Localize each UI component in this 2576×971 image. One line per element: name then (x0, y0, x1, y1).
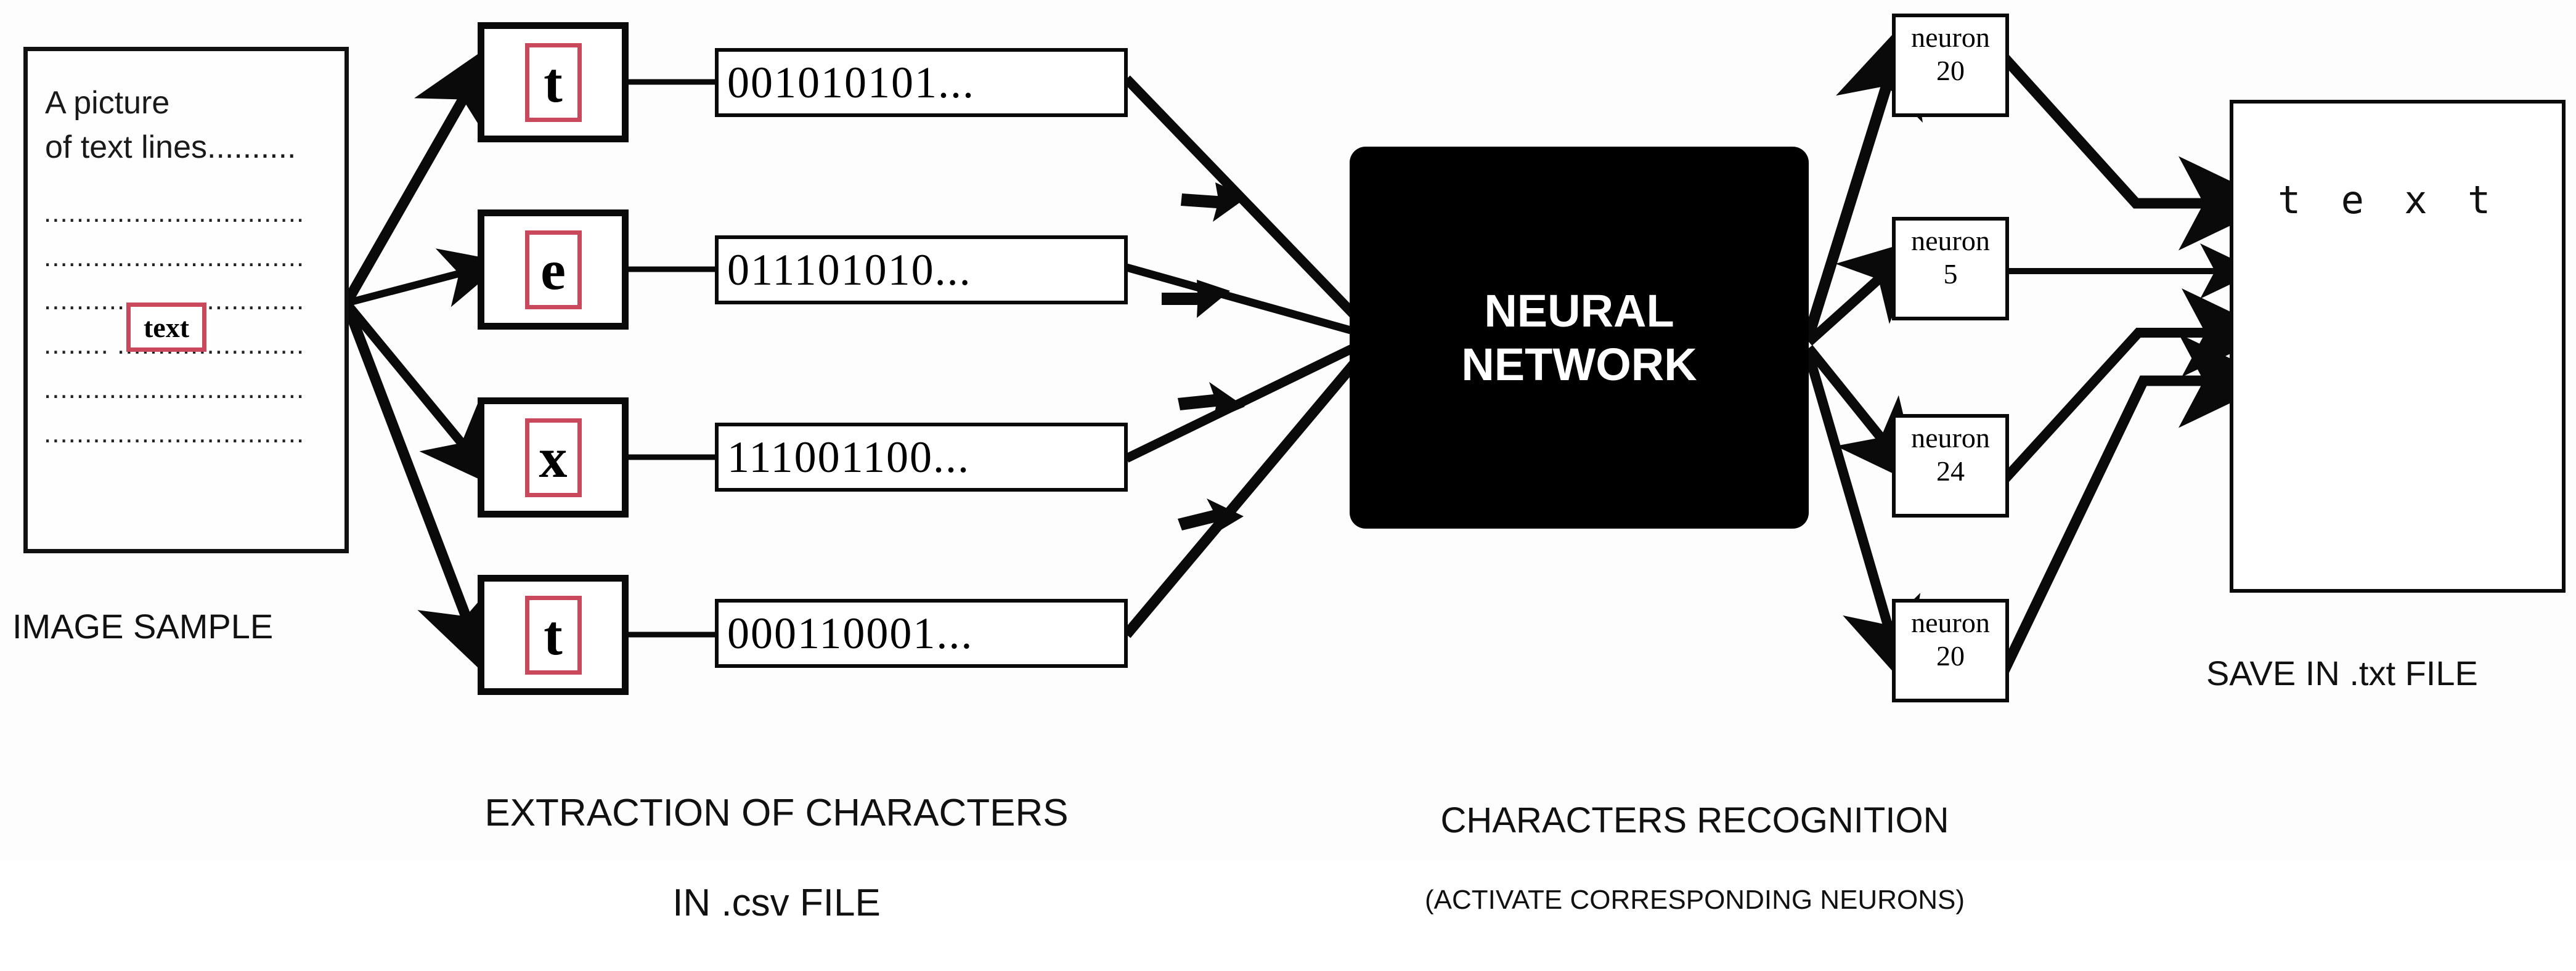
character-glyph-3: x (524, 418, 582, 497)
links-character-to-binary (629, 79, 716, 638)
highlighted-word-box: text (126, 303, 206, 352)
binary-value-3: 111001100... (727, 432, 970, 482)
character-glyph-4: t (524, 595, 582, 675)
extraction-caption: EXTRACTION OF CHARACTERS IN .csv FILE (394, 746, 1159, 971)
character-glyph-1: t (524, 43, 582, 122)
extraction-caption-line-2: IN .csv FILE (672, 882, 881, 925)
binary-value-1: 001010101... (727, 57, 975, 107)
neuron-box-4: neuron 20 (1892, 599, 2009, 702)
neuron-box-1: neuron 20 (1892, 14, 2009, 117)
output-text-box: t e x t (2230, 100, 2566, 593)
neuron-box-3: neuron 24 (1892, 414, 2009, 518)
binary-box-1: 001010101... (715, 48, 1128, 117)
binary-value-4: 000110001... (727, 608, 974, 658)
arrows-binary-to-network (1122, 75, 1364, 638)
diagram-canvas: A picture of text lines.......... ......… (12, 14, 2566, 925)
binary-box-3: 111001100... (715, 423, 1128, 492)
neuron-name-1: neuron (1911, 22, 1990, 53)
sample-line-1: A picture (45, 85, 170, 121)
arrowheads-binary-to-network (1162, 182, 1247, 535)
neuron-number-3: 24 (1936, 455, 1965, 487)
recognition-caption-line-2: (ACTIVATE CORRESPONDING NEURONS) (1425, 885, 1965, 916)
arrows-neurons-to-output (1993, 47, 2277, 686)
output-text: t e x t (2278, 177, 2500, 222)
neuron-name-2: neuron (1911, 225, 1990, 256)
arrows-image-to-characters (341, 41, 505, 679)
character-box-1: t (478, 22, 629, 142)
neuron-number-4: 20 (1936, 640, 1965, 672)
output-label: SAVE IN .txt FILE (2206, 654, 2478, 693)
sample-dotted-line-5: ................................ (44, 374, 305, 404)
character-box-2: e (478, 209, 629, 330)
binary-box-2: 011101010... (715, 235, 1128, 304)
image-sample-label: IMAGE SAMPLE (12, 607, 274, 646)
neural-network-box: NEURAL NETWORK (1350, 147, 1809, 529)
character-glyph-2: e (524, 230, 582, 309)
sample-dotted-line-1: ................................ (44, 198, 305, 228)
character-box-3: x (478, 397, 629, 518)
extraction-caption-line-1: EXTRACTION OF CHARACTERS (484, 792, 1069, 835)
recognition-caption-line-1: CHARACTERS RECOGNITION (1440, 800, 1949, 841)
sample-dotted-line-6: ................................ (44, 418, 305, 449)
neuron-name-3: neuron (1911, 422, 1990, 453)
neural-network-label-line-2: NETWORK (1461, 339, 1697, 390)
recognition-caption: CHARACTERS RECOGNITION (ACTIVATE CORRESP… (1331, 758, 2058, 959)
binary-box-4: 000110001... (715, 599, 1128, 668)
neuron-box-2: neuron 5 (1892, 217, 2009, 320)
neuron-name-4: neuron (1911, 607, 1990, 638)
neuron-number-2: 5 (1943, 258, 1958, 290)
binary-value-2: 011101010... (727, 245, 972, 295)
sample-line-2: of text lines.......... (45, 129, 296, 165)
neural-network-label-line-1: NEURAL (1484, 285, 1674, 336)
neuron-number-1: 20 (1936, 55, 1965, 86)
arrows-network-to-neurons (1803, 18, 1926, 686)
connector-layer (341, 18, 2277, 686)
sample-dotted-line-2: ................................ (44, 242, 305, 272)
character-box-4: t (478, 575, 629, 695)
image-sample-box: A picture of text lines.......... ......… (23, 47, 349, 553)
